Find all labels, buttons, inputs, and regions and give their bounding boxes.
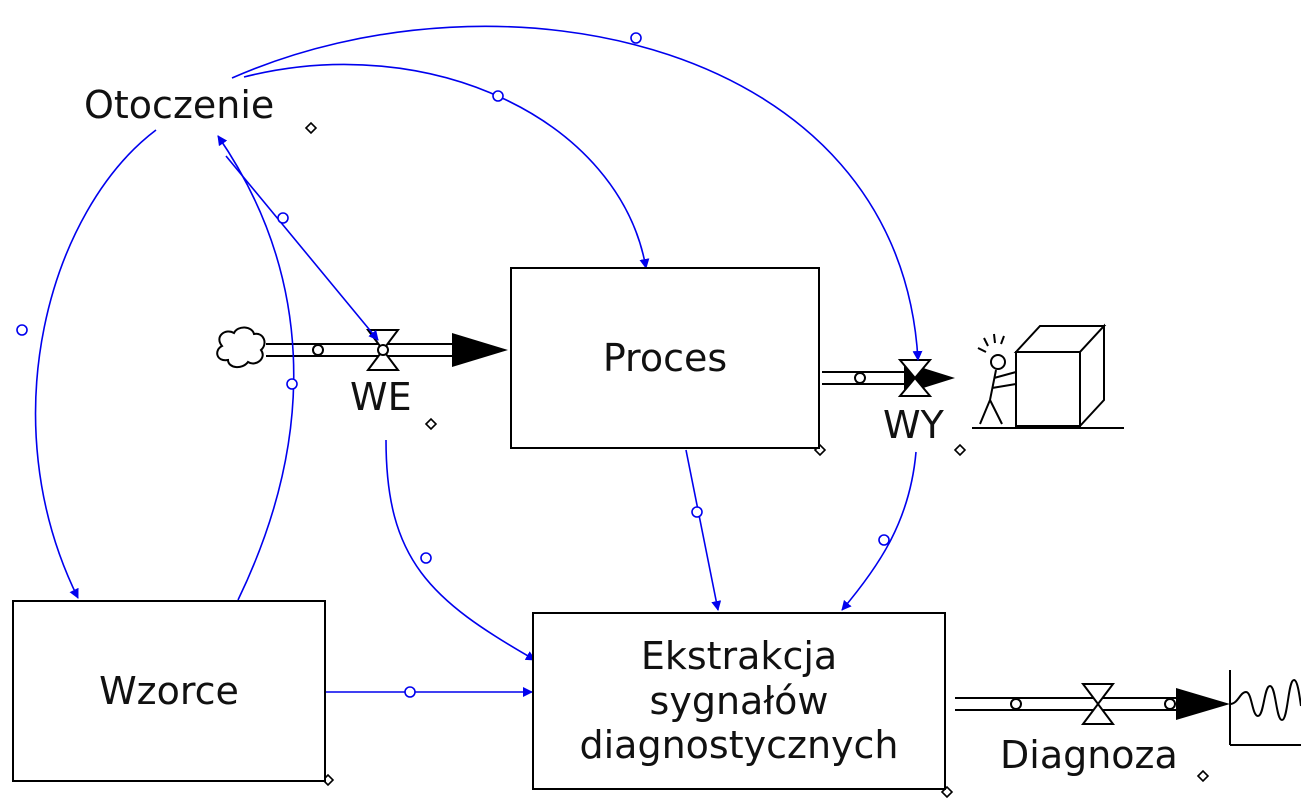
- link-we-ekstrakcja: [385, 439, 536, 661]
- we-flow-pipe: [266, 333, 508, 367]
- flow-diagnoza-label[interactable]: Diagnoza: [1000, 733, 1178, 777]
- valve-icon[interactable]: [1081, 683, 1115, 725]
- link-proces-ekstrakcja: [685, 449, 722, 611]
- person-pushing-box-icon: [972, 323, 1124, 429]
- we-flow-arrow: [452, 333, 508, 367]
- stock-proces-label: Proces: [602, 335, 728, 380]
- stock-ekstrakcja-line-2: sygnałów: [649, 678, 829, 723]
- stock-wzorce[interactable]: Wzorce: [12, 600, 326, 782]
- stock-ekstrakcja-line-3: diagnostycznych: [579, 723, 899, 768]
- stock-ekstrakcja-label: Ekstrakcja sygnałów diagnostycznych: [580, 634, 899, 768]
- link-otoczenie-we: [225, 155, 379, 341]
- stock-ekstrakcja-line-1: Ekstrakcja: [640, 633, 838, 678]
- corner-handles: [304, 121, 1210, 799]
- link-otoczenie-wy: [231, 25, 923, 361]
- stock-ekstrakcja[interactable]: Ekstrakcja sygnałów diagnostycznych: [532, 612, 946, 790]
- link-wy-ekstrakcja: [841, 451, 917, 611]
- link-wzorce-otoczenie: [217, 135, 295, 601]
- stock-wzorce-label: Wzorce: [99, 668, 239, 713]
- link-handles: [16, 32, 890, 698]
- oscilloscope-icon: [1229, 670, 1301, 746]
- variable-otoczenie-label[interactable]: Otoczenie: [84, 83, 275, 127]
- cloud-icon: [216, 326, 266, 368]
- link-otoczenie-wzorce: [34, 129, 157, 599]
- stock-proces[interactable]: Proces: [510, 267, 820, 449]
- valve-icon[interactable]: [366, 329, 400, 371]
- diagnoza-flow-arrow: [1176, 688, 1230, 720]
- diagnoza-flow-pipe: [955, 688, 1230, 720]
- link-otoczenie-proces: [243, 63, 650, 269]
- flow-we-label[interactable]: WE: [350, 375, 412, 419]
- wy-flow-pipe: [822, 362, 955, 394]
- flow-wy-label[interactable]: WY: [883, 403, 944, 447]
